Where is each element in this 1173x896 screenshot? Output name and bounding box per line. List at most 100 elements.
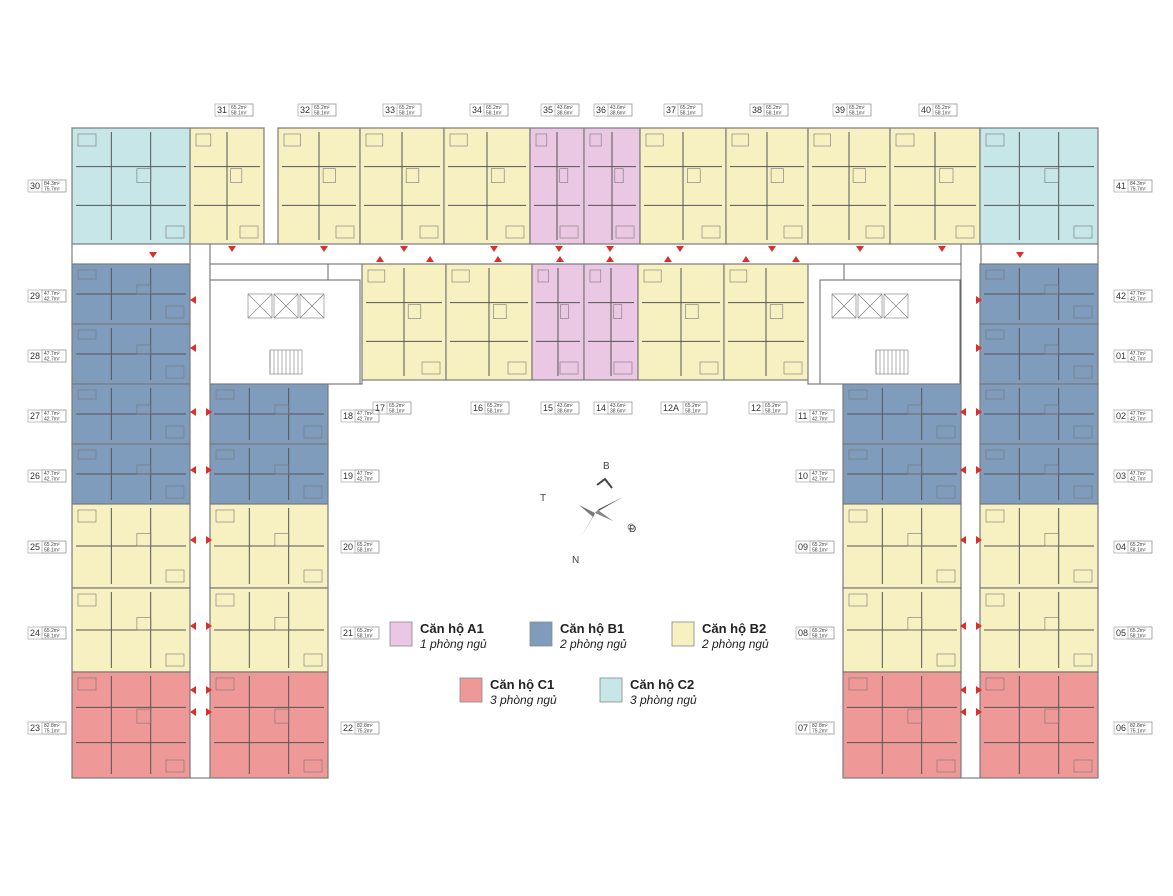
entrance-arrow xyxy=(768,246,776,252)
apartment-unit-28[interactable] xyxy=(71,323,191,385)
apartment-unit-40[interactable] xyxy=(889,127,981,245)
elevator-shaft xyxy=(299,293,325,319)
area-net: 42.7m² xyxy=(1130,417,1146,423)
area-net: 42.7m² xyxy=(1130,297,1146,303)
core-block xyxy=(819,279,961,385)
apartment-unit-07[interactable] xyxy=(842,671,962,779)
label-frame xyxy=(918,103,958,117)
apartment-unit-03[interactable] xyxy=(979,443,1099,505)
apartment-unit-27[interactable] xyxy=(71,383,191,445)
legend-swatch xyxy=(529,621,553,647)
apartment-unit-34[interactable] xyxy=(443,127,531,245)
apartment-unit-25[interactable] xyxy=(71,503,191,589)
bed-furniture xyxy=(895,133,915,147)
unit-number: 33 xyxy=(385,105,395,115)
label-frame xyxy=(27,289,67,303)
bed-furniture xyxy=(1073,225,1093,239)
area-net: 58.1m² xyxy=(812,634,828,640)
bed-furniture xyxy=(1073,485,1093,499)
unit-number: 22 xyxy=(343,723,353,733)
bathroom-fixture xyxy=(136,344,152,355)
label-frame xyxy=(1113,721,1153,735)
apartment-unit-10[interactable] xyxy=(842,443,962,505)
entrance-arrow xyxy=(960,708,966,716)
area-net: 42.7m² xyxy=(357,417,373,423)
apartment-unit-02[interactable] xyxy=(979,383,1099,445)
apartment-unit-19[interactable] xyxy=(209,443,329,505)
bathroom-fixture xyxy=(1044,533,1060,547)
entrance-arrow xyxy=(206,466,212,474)
bed-furniture xyxy=(367,269,386,283)
apartment-unit-18[interactable] xyxy=(209,383,329,445)
area-net: 38.6m² xyxy=(557,409,573,415)
apartment-unit-12A[interactable] xyxy=(637,263,725,381)
entrance-arrow xyxy=(190,408,196,416)
label-frame xyxy=(749,103,789,117)
apartment-unit-41[interactable] xyxy=(979,127,1099,245)
apartment-unit-04[interactable] xyxy=(979,503,1099,589)
apartment-unit-11[interactable] xyxy=(842,383,962,445)
apartment-unit-42[interactable] xyxy=(979,263,1099,325)
bathroom-fixture xyxy=(770,168,784,183)
apartment-unit-26[interactable] xyxy=(71,443,191,505)
area-gross: 65.2m² xyxy=(399,105,415,111)
apartment-unit-39[interactable] xyxy=(807,127,891,245)
apartment-unit-01[interactable] xyxy=(979,323,1099,385)
apartment-unit-20[interactable] xyxy=(209,503,329,589)
apartment-unit-30[interactable] xyxy=(71,127,191,245)
entrance-arrow xyxy=(606,246,614,252)
apartment-unit-33[interactable] xyxy=(359,127,445,245)
bed-furniture xyxy=(165,365,185,379)
apartment-unit-23[interactable] xyxy=(71,671,191,779)
compass-small-circle xyxy=(627,523,635,531)
bed-furniture xyxy=(848,449,868,460)
apartment-unit-29[interactable] xyxy=(71,263,191,325)
area-gross: 47.7m² xyxy=(44,351,60,357)
apartment-unit-16[interactable] xyxy=(445,263,533,381)
label-frame xyxy=(593,401,633,415)
apartment-unit-17[interactable] xyxy=(361,263,447,381)
apartment-unit-12[interactable] xyxy=(723,263,809,381)
bathroom-fixture xyxy=(907,464,923,475)
apartment-unit-36[interactable] xyxy=(583,127,641,245)
apartment-unit-21[interactable] xyxy=(209,587,329,673)
entrance-arrow xyxy=(426,256,434,262)
bathroom-fixture xyxy=(684,304,699,319)
bed-furniture xyxy=(283,133,301,147)
unit-number: 29 xyxy=(30,291,40,301)
apartment-unit-06[interactable] xyxy=(979,671,1099,779)
legend-swatch xyxy=(671,621,695,647)
apartment-unit-22[interactable] xyxy=(209,671,329,779)
apartment-unit-35[interactable] xyxy=(529,127,585,245)
bed-furniture xyxy=(537,269,549,283)
apartment-unit-08[interactable] xyxy=(842,587,962,673)
bed-furniture xyxy=(613,361,633,375)
bed-furniture xyxy=(215,677,235,691)
apartment-unit-09[interactable] xyxy=(842,503,962,589)
bathroom-fixture xyxy=(559,168,569,183)
apartment-unit-24[interactable] xyxy=(71,587,191,673)
apartment-unit-32[interactable] xyxy=(277,127,361,245)
apartment-unit-31[interactable] xyxy=(189,127,265,245)
area-net: 58.1m² xyxy=(766,111,782,117)
entrance-arrow xyxy=(320,246,328,252)
label-frame xyxy=(297,103,337,117)
apartment-unit-15[interactable] xyxy=(531,263,585,381)
bed-furniture xyxy=(365,133,384,147)
unit-number: 26 xyxy=(30,471,40,481)
unit-number: 31 xyxy=(217,105,227,115)
apartment-unit-14[interactable] xyxy=(583,263,639,381)
legend-item-c2: Căn hộ C23 phòng ngủ xyxy=(599,677,697,707)
apartment-unit-05[interactable] xyxy=(979,587,1099,673)
apartment-unit-38[interactable] xyxy=(725,127,809,245)
apartment-unit-37[interactable] xyxy=(639,127,727,245)
area-gross: 47.7m² xyxy=(1130,471,1146,477)
